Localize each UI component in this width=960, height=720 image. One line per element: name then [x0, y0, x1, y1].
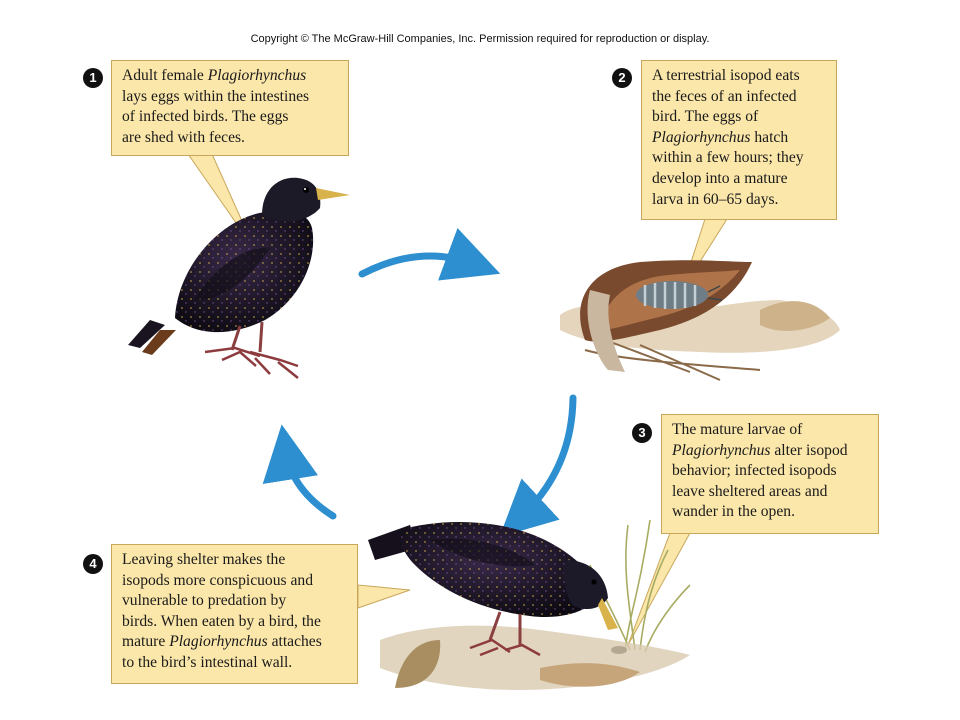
- callout-text: wander in the open.: [672, 503, 795, 521]
- genus-name: Plagiorhynchus: [672, 441, 771, 459]
- cycle-arrow-icon: [262, 228, 577, 537]
- callout-text: hatch: [750, 128, 789, 146]
- starling-feeding-icon: [368, 521, 618, 657]
- callout-line: of infected birds. The eggs: [122, 107, 339, 128]
- callout-text: are shed with feces.: [122, 128, 245, 146]
- callout-text: lays eggs within the intestines: [122, 87, 310, 105]
- callout-text: to the bird’s intestinal wall.: [122, 653, 293, 671]
- callout-line: mature Plagiorhynchus attaches: [122, 632, 348, 653]
- callout-step-2: A terrestrial isopod eats the feces of an…: [641, 60, 837, 220]
- callout-text: Adult female: [122, 67, 208, 84]
- callout-text: alter isopod: [770, 441, 848, 459]
- step-4-badge: 4: [83, 554, 103, 574]
- callout-text: leave sheltered areas and: [672, 482, 828, 500]
- step-2-badge: 2: [612, 68, 632, 88]
- grass-icon: [589, 519, 691, 653]
- callout-line: behavior; infected isopods: [672, 461, 869, 482]
- genus-name: Plagiorhynchus: [207, 67, 307, 84]
- callout-line: the feces of an infected: [652, 87, 827, 108]
- genus-name: Plagiorhynchus: [169, 633, 268, 651]
- isopod-icon: [636, 281, 723, 309]
- callout-line: are shed with feces.: [122, 128, 339, 149]
- callout-line: leave sheltered areas and: [672, 482, 869, 503]
- callout-text: the feces of an infected: [652, 87, 797, 105]
- callout-step-4: Leaving shelter makes the isopods more co…: [111, 544, 358, 684]
- callout-line: develop into a mature: [652, 169, 827, 190]
- callout-line: The mature larvae of: [672, 420, 869, 441]
- arrow-2-to-3: [499, 394, 577, 537]
- callout-line: lays eggs within the intestines: [122, 87, 339, 108]
- callout-text: mature: [122, 633, 170, 651]
- callout-text: behavior; infected isopods: [672, 462, 837, 480]
- ground-icon: [380, 625, 690, 690]
- callout-text: of infected birds. The eggs: [122, 108, 289, 126]
- callout-line: Plagiorhynchus hatch: [652, 128, 827, 149]
- callout-text: The mature larvae of: [672, 421, 803, 438]
- callout-text: birds. When eaten by a bird, the: [122, 612, 321, 630]
- callout-text: attaches: [267, 633, 322, 651]
- callout-line: within a few hours; they: [652, 148, 827, 169]
- callout-line: vulnerable to predation by: [122, 591, 348, 612]
- callout-text: vulnerable to predation by: [122, 592, 287, 610]
- callout-step-3: The mature larvae of Plagiorhynchus alter…: [661, 414, 879, 534]
- callout-text: A terrestrial isopod eats: [652, 67, 800, 84]
- starling-standing-icon: [128, 177, 350, 379]
- callout-line: Plagiorhynchus alter isopod: [672, 441, 869, 462]
- callout-text: within a few hours; they: [652, 149, 804, 167]
- step-1-badge: 1: [83, 68, 103, 88]
- arrow-4-to-1: [262, 424, 337, 520]
- callout-text: isopods more conspicuous and: [122, 571, 314, 589]
- callout-line: larva in 60–65 days.: [652, 190, 827, 211]
- arrow-1-to-2: [358, 228, 501, 281]
- step-3-badge: 3: [632, 423, 652, 443]
- copyright-notice: Copyright © The McGraw-Hill Companies, I…: [250, 33, 710, 45]
- callout-line: to the bird’s intestinal wall.: [122, 653, 348, 674]
- callout-line: A terrestrial isopod eats: [652, 66, 827, 87]
- callout-4-pointer: [357, 584, 411, 609]
- callout-text: bird. The eggs of: [652, 108, 759, 126]
- callout-line: Adult female Plagiorhynchus: [122, 66, 339, 87]
- callout-text: larva in 60–65 days.: [652, 190, 779, 208]
- callout-line: birds. When eaten by a bird, the: [122, 612, 348, 633]
- callout-text: develop into a mature: [652, 169, 788, 187]
- callout-line: bird. The eggs of: [652, 107, 827, 128]
- genus-name: Plagiorhynchus: [652, 128, 751, 146]
- callout-text: Leaving shelter makes the: [122, 551, 286, 568]
- callout-line: Leaving shelter makes the: [122, 550, 348, 571]
- isopod-under-leaf-icon: [560, 260, 840, 381]
- callout-line: wander in the open.: [672, 502, 869, 523]
- callout-line: isopods more conspicuous and: [122, 571, 348, 592]
